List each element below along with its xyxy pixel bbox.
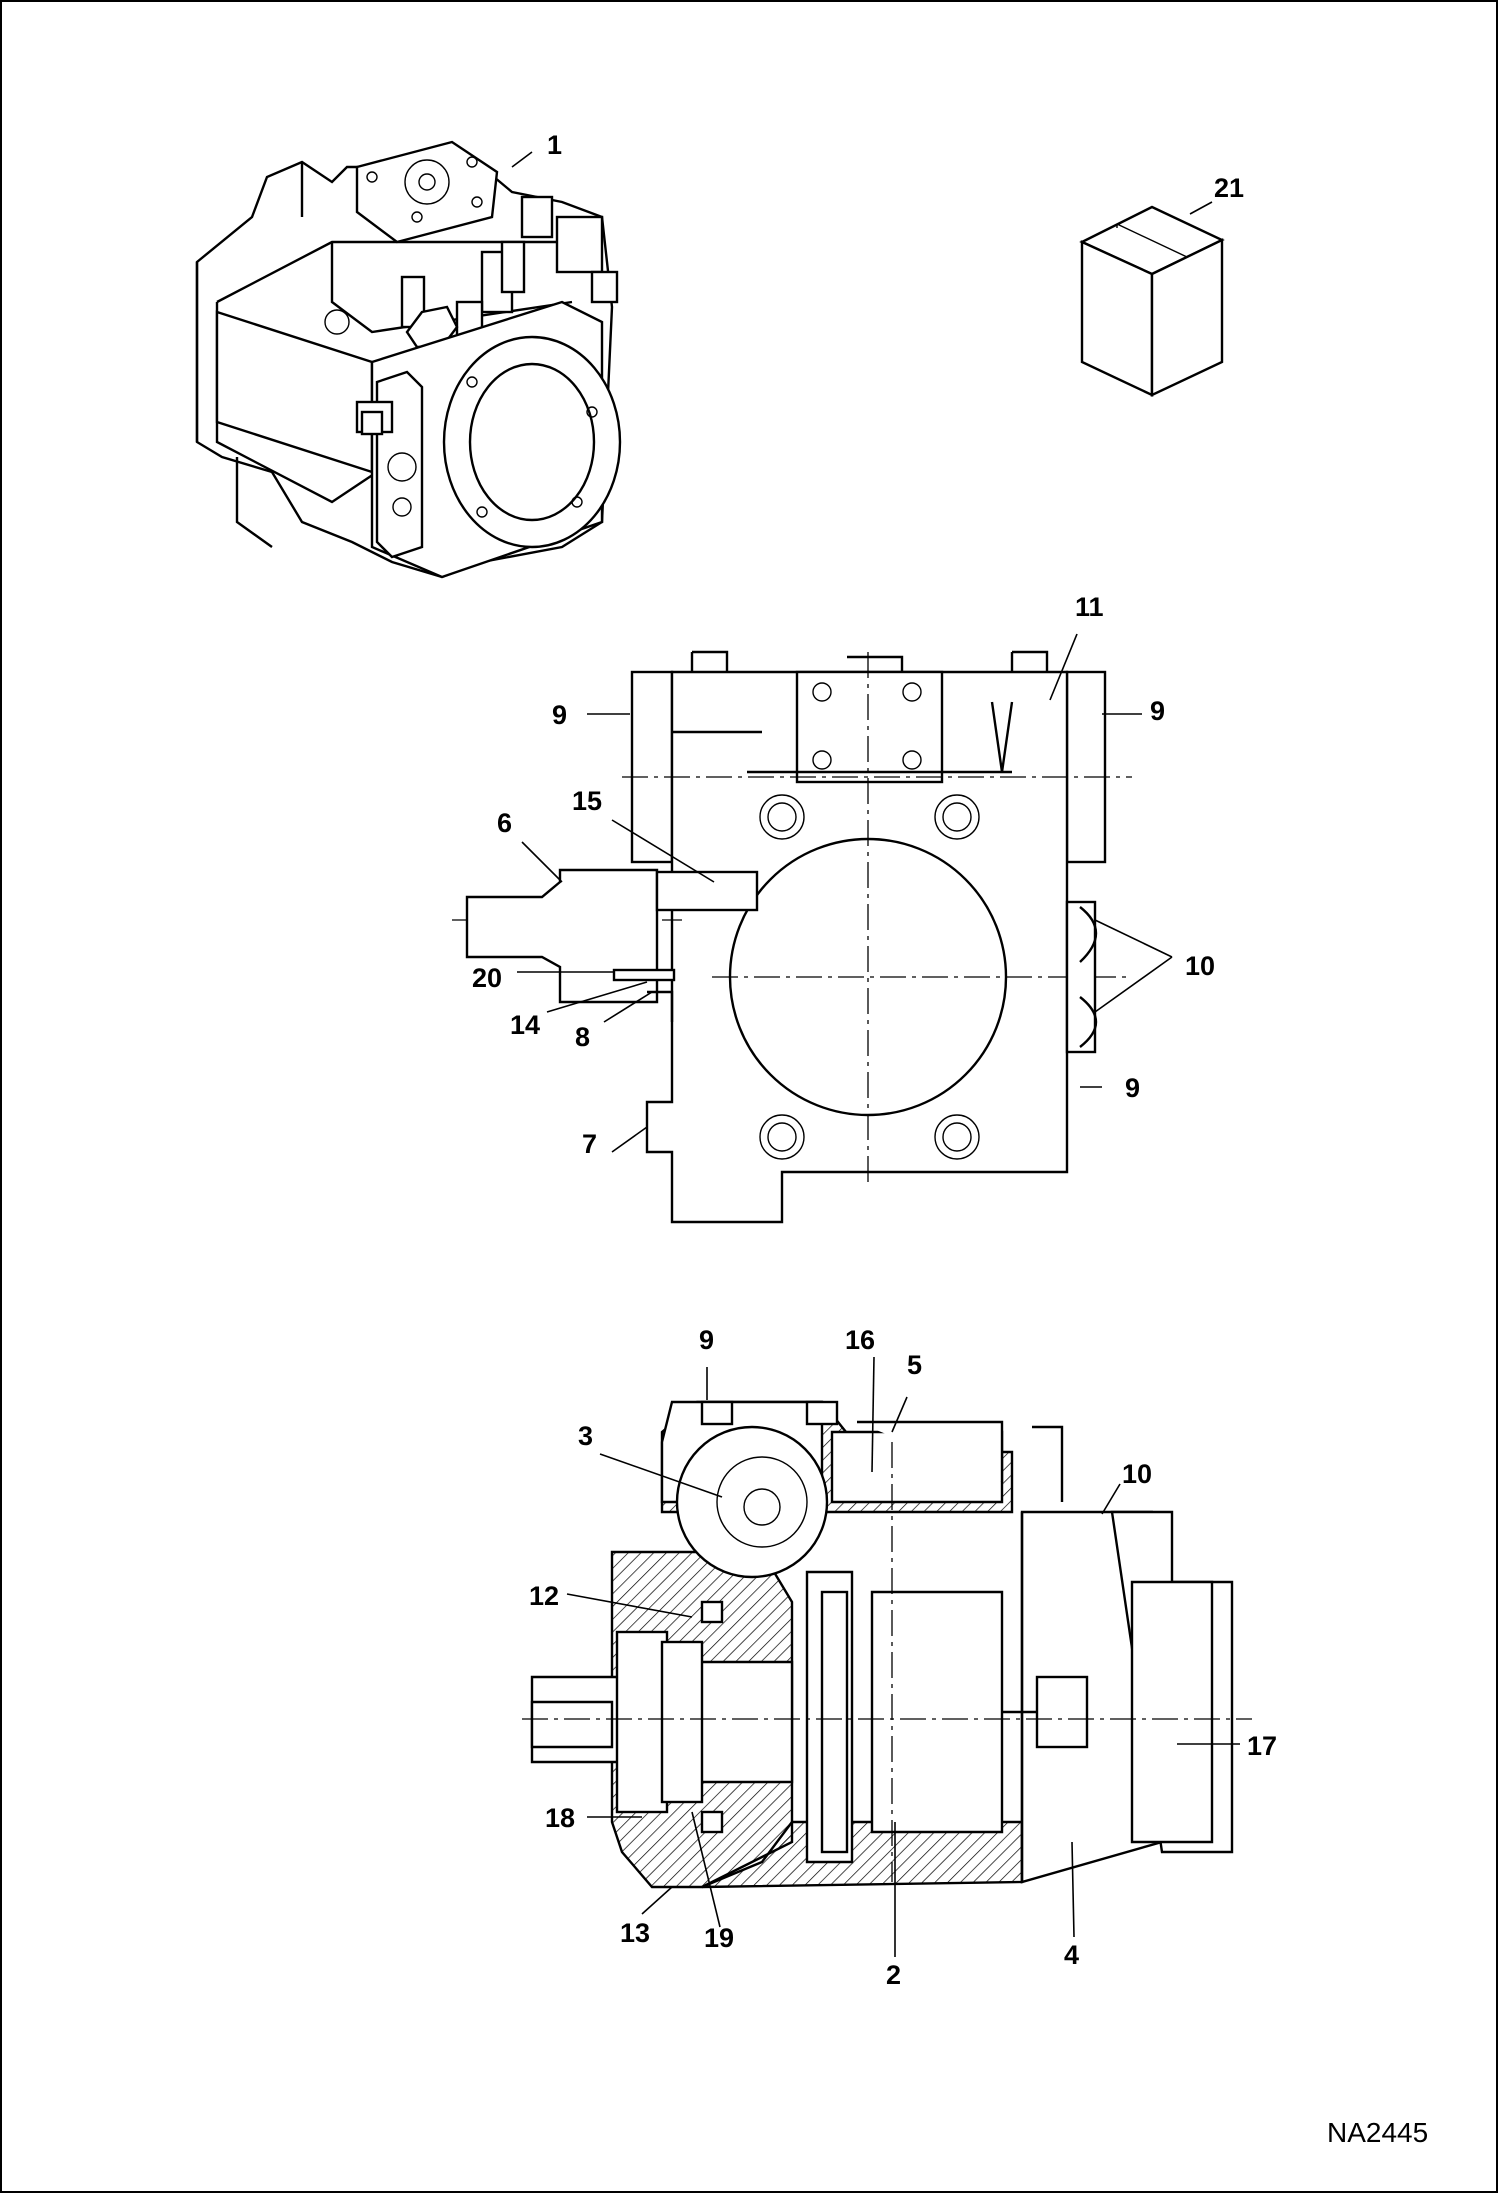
callout-9-section: 9 <box>699 1325 714 1355</box>
callout-21: 21 <box>1214 173 1244 203</box>
callout-1: 1 <box>547 130 562 160</box>
callout-5: 5 <box>907 1350 922 1380</box>
callout-4: 4 <box>1064 1940 1079 1970</box>
callout-9-front-right: 9 <box>1150 696 1165 726</box>
callout-15: 15 <box>572 786 602 816</box>
callout-6: 6 <box>497 808 512 838</box>
callout-17: 17 <box>1247 1731 1277 1761</box>
callout-10-section: 10 <box>1122 1459 1152 1489</box>
pump-front-view <box>452 650 1132 1224</box>
callout-13: 13 <box>620 1918 650 1948</box>
callout-9-front-left: 9 <box>552 700 567 730</box>
callout-9-front-lower: 9 <box>1125 1073 1140 1103</box>
callout-19: 19 <box>704 1923 734 1953</box>
callout-14: 14 <box>510 1010 540 1040</box>
callout-18: 18 <box>545 1803 575 1833</box>
pump-section-view <box>522 1400 1252 1889</box>
callout-3: 3 <box>578 1421 593 1451</box>
leader-lines <box>511 151 1240 1957</box>
callout-7: 7 <box>582 1129 597 1159</box>
callout-11: 11 <box>1075 592 1104 622</box>
callout-16: 16 <box>845 1325 875 1355</box>
drawing-code: NA2445 <box>1327 2117 1428 2148</box>
callout-2: 2 <box>886 1960 901 1990</box>
callout-10-front: 10 <box>1185 951 1215 981</box>
callout-20: 20 <box>472 963 502 993</box>
callout-8: 8 <box>575 1022 590 1052</box>
callout-12: 12 <box>529 1581 559 1611</box>
seal-kit-box <box>1079 205 1225 397</box>
pump-isometric-view <box>195 140 622 579</box>
